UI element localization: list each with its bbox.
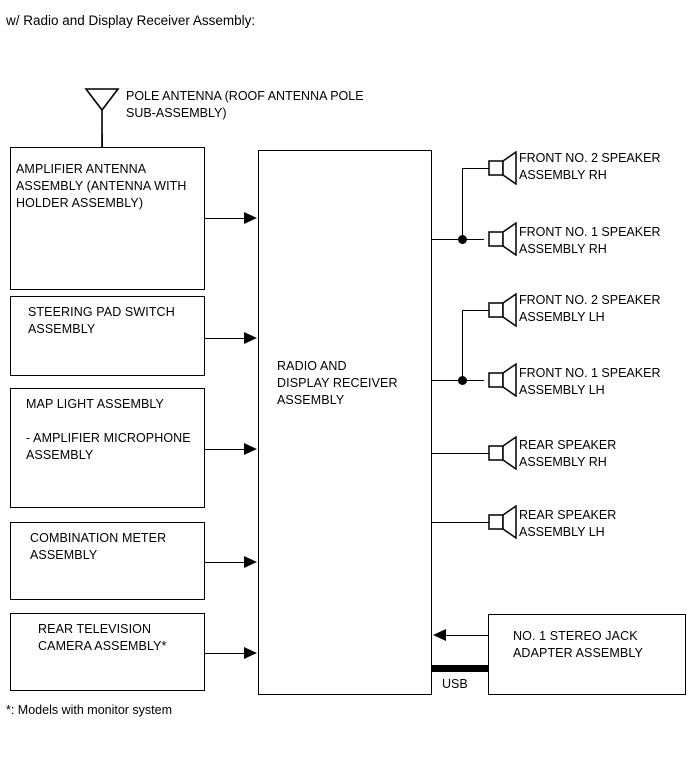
radio-display-receiver-box: [258, 150, 432, 695]
stereo-jack-adapter-box: [488, 614, 686, 695]
connector-front-no2-rh-branch: [462, 168, 490, 169]
arrow-steering-pad-switch-icon: [244, 332, 257, 344]
connector-map-light: [205, 449, 245, 450]
map-light-assembly-label: MAP LIGHT ASSEMBLY - AMPLIFIER MICROPHON…: [26, 397, 191, 462]
connector-front-no2-lh-branch: [462, 310, 490, 311]
arrow-combination-meter-icon: [244, 556, 257, 568]
speaker-label-rear-rh: REAR SPEAKER ASSEMBLY RH: [519, 438, 617, 469]
connector-rear-television-camera: [205, 653, 245, 654]
junction-dot-front-rh: [458, 235, 467, 244]
speaker-label-front-no2-lh: FRONT NO. 2 SPEAKER ASSEMBLY LH: [519, 293, 661, 324]
arrow-stereo-jack-icon: [433, 629, 446, 641]
pole-antenna-label: POLE ANTENNA (ROOF ANTENNA POLE SUB-ASSE…: [126, 89, 364, 120]
speaker-icon-rear-lh: [488, 504, 518, 544]
junction-dot-front-lh: [458, 376, 467, 385]
speaker-icon-rear-rh: [488, 435, 518, 475]
speaker-icon-front-no2-lh: [488, 292, 518, 332]
rear-television-camera-assembly-box: [10, 613, 205, 691]
steering-pad-switch-assembly-box: [10, 296, 205, 376]
stereo-jack-adapter-label: NO. 1 STEREO JACK ADAPTER ASSEMBLY: [513, 629, 643, 660]
connector-rear-speaker-rh: [432, 453, 490, 454]
arrow-amplifier-antenna-icon: [244, 212, 257, 224]
connector-front-no2-lh-riser: [462, 310, 463, 381]
speaker-label-front-no1-rh: FRONT NO. 1 SPEAKER ASSEMBLY RH: [519, 225, 661, 256]
map-light-assembly-box: [10, 388, 205, 508]
antenna-stem-line: [102, 134, 103, 148]
arrow-map-light-icon: [244, 443, 257, 455]
connector-front-no2-rh-riser: [462, 168, 463, 240]
steering-pad-switch-assembly-label: STEERING PAD SWITCH ASSEMBLY: [28, 305, 175, 336]
arrow-rear-television-camera-icon: [244, 647, 257, 659]
speaker-label-front-no1-lh: FRONT NO. 1 SPEAKER ASSEMBLY LH: [519, 366, 661, 397]
radio-display-receiver-label: RADIO AND DISPLAY RECEIVER ASSEMBLY: [277, 359, 398, 407]
rear-television-camera-assembly-label: REAR TELEVISION CAMERA ASSEMBLY*: [38, 622, 167, 653]
connector-amplifier-antenna: [205, 218, 245, 219]
combination-meter-assembly-label: COMBINATION METER ASSEMBLY: [30, 531, 167, 562]
connector-rear-speaker-lh: [432, 522, 490, 523]
speaker-label-rear-lh: REAR SPEAKER ASSEMBLY LH: [519, 508, 617, 539]
speaker-icon-front-no1-lh: [488, 362, 518, 402]
amplifier-antenna-assembly-label: AMPLIFIER ANTENNA ASSEMBLY (ANTENNA WITH…: [16, 162, 187, 210]
speaker-icon-front-no1-rh: [488, 221, 518, 261]
combination-meter-assembly-box: [10, 522, 205, 600]
connector-steering-pad-switch: [205, 338, 245, 339]
usb-label: USB: [442, 677, 468, 691]
speaker-label-front-no2-rh: FRONT NO. 2 SPEAKER ASSEMBLY RH: [519, 151, 661, 182]
usb-connection-bar: [432, 665, 488, 672]
connector-stereo-jack: [446, 635, 488, 636]
page-title: w/ Radio and Display Receiver Assembly:: [6, 13, 256, 28]
speaker-icon-front-no2-rh: [488, 150, 518, 190]
footnote-text: *: Models with monitor system: [6, 703, 173, 717]
connector-combination-meter: [205, 562, 245, 563]
amplifier-antenna-assembly-box: [10, 147, 205, 290]
